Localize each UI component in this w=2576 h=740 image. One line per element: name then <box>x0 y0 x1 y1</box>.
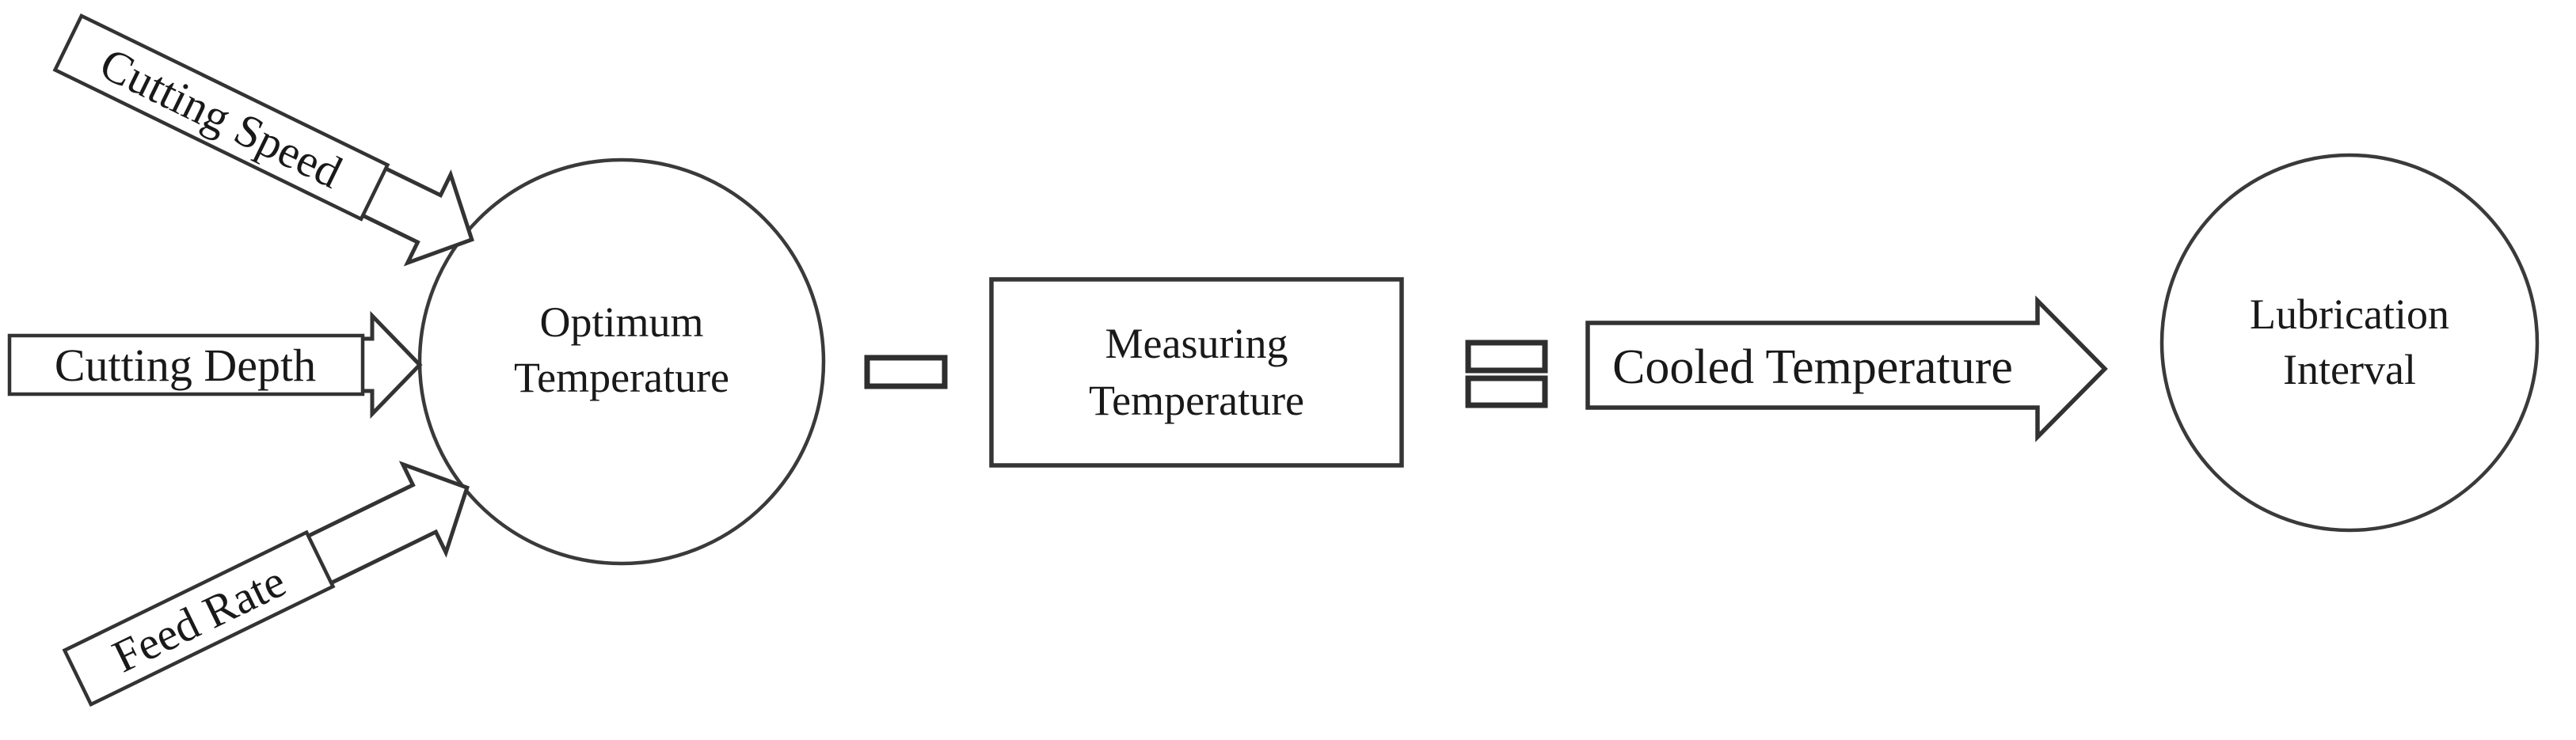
cutting-speed-arrow: Cutting Speed <box>52 13 474 267</box>
lubrication-interval-line2: Interval <box>2283 346 2416 393</box>
equals-icon <box>1465 340 1548 408</box>
cutting-speed-label-box <box>52 13 390 222</box>
cooled-temperature-arrow: Cooled Temperature <box>1585 295 2108 442</box>
optimum-temperature-circle <box>417 157 826 566</box>
feed-rate-label-box <box>62 529 336 708</box>
measuring-temperature-box <box>989 277 1404 468</box>
minus-icon <box>864 355 948 389</box>
feed-rate-arrow: Feed Rate <box>62 461 470 708</box>
cutting-depth-label: Cutting Depth <box>55 340 316 391</box>
equals-top-bar <box>1465 340 1548 374</box>
cutting-depth-arrow: Cutting Depth <box>7 310 423 419</box>
cooled-temperature-label: Cooled Temperature <box>1612 340 2013 394</box>
lubrication-interval-line1: Lubrication <box>2250 290 2449 338</box>
cutting-speed-label: Cutting Speed <box>93 37 350 198</box>
optimum-temperature-line1: Optimum <box>539 298 703 346</box>
cutting-depth-label-box <box>7 333 365 397</box>
measuring-temperature-line2: Temperature <box>1089 377 1304 424</box>
measuring-temperature-line1: Measuring <box>1105 320 1288 367</box>
cooled-temperature-arrow-shape <box>1585 295 2108 442</box>
optimum-temperature-line2: Temperature <box>514 354 729 401</box>
lubrication-interval-circle <box>2159 153 2540 533</box>
equals-bottom-bar <box>1465 375 1548 408</box>
